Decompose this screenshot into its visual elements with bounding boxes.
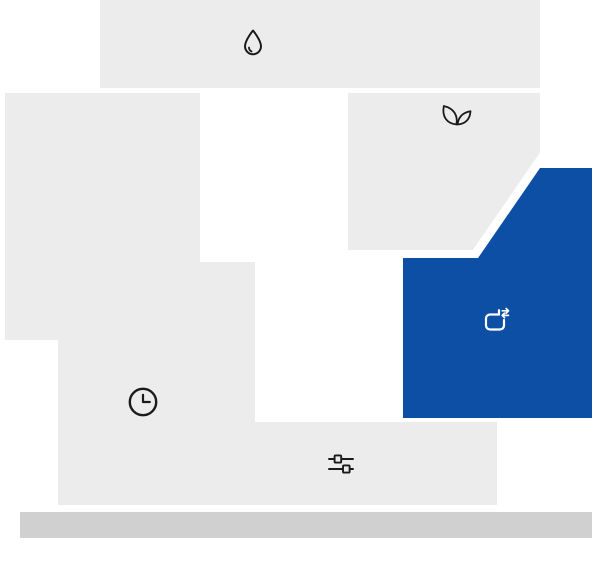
sliders-icon <box>327 452 355 476</box>
settings-tile[interactable] <box>58 422 497 505</box>
clock-icon <box>125 384 161 420</box>
eco-tile-icon-layer <box>348 93 540 250</box>
water-tile[interactable] <box>100 0 540 88</box>
leaf-icon <box>438 100 475 128</box>
bottom-bar <box>20 512 592 538</box>
tap-swap-icon <box>477 304 513 340</box>
water-drop-icon <box>239 27 267 59</box>
